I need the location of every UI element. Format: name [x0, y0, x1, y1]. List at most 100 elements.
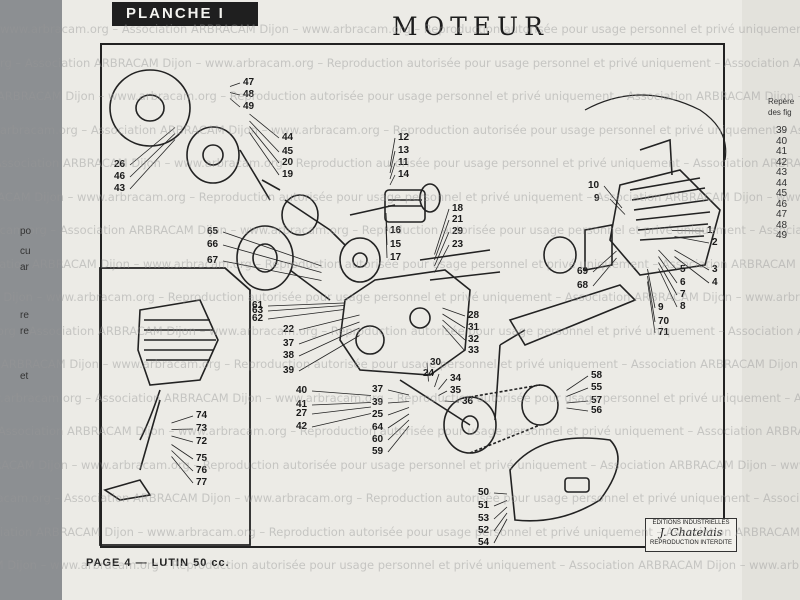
callout-center-63: 63 [252, 305, 264, 316]
callout-inset-73: 73 [196, 423, 208, 434]
leader-line [493, 512, 508, 532]
callout-center-67: 67 [207, 255, 219, 266]
stamp-line3: REPRODUCTION INTERDITE [649, 540, 732, 546]
leader-line [298, 321, 360, 345]
callout-center-37: 37 [283, 338, 295, 349]
leader-line [493, 518, 508, 544]
callout-inset-75: 75 [196, 453, 208, 464]
callout-cylinder-70: 70 [658, 316, 670, 327]
exhaust-pipe [494, 284, 637, 421]
publisher-stamp: EDITIONS INDUSTRIELLES J. Chatelais REPR… [645, 518, 737, 552]
parts-list-number: 40 [776, 135, 788, 147]
leader-line [592, 257, 617, 287]
leader-line [442, 319, 466, 341]
cylinder [543, 94, 727, 276]
leader-line [298, 327, 360, 357]
callout-top_left-49: 49 [243, 101, 255, 112]
adjacent-page: Repère des fig [742, 0, 800, 600]
leader-line [674, 256, 710, 284]
leader-line [434, 208, 450, 255]
leader-line [444, 400, 460, 403]
callout-clutch-57: 57 [591, 395, 603, 406]
diagram-frame [100, 43, 725, 548]
parts-list-number: 45 [776, 188, 788, 199]
leader-line [171, 450, 194, 472]
leader-line [493, 506, 508, 520]
callout-lower-24: 24 [423, 368, 435, 379]
leader-line [171, 444, 194, 460]
callout-center-28: 28 [468, 310, 480, 321]
leader-line [298, 314, 360, 331]
stamp-line1: EDITIONS INDUSTRIELLES [652, 520, 730, 526]
leader-line [311, 402, 372, 406]
plate-label: PLANCHE I [112, 2, 258, 26]
leader-line [298, 335, 360, 372]
leader-line [493, 492, 508, 495]
callout-lower-42: 42 [296, 421, 308, 432]
leader-line [249, 113, 280, 139]
parts-list-number: 44 [776, 177, 788, 189]
callout-cover-52: 52 [478, 525, 490, 536]
callout-lower-41: 41 [296, 399, 308, 410]
leader-line [267, 302, 345, 307]
leader-line [222, 244, 322, 273]
parts-list-number: 48 [776, 219, 788, 231]
leader-line [387, 419, 410, 441]
leader-line [267, 305, 345, 312]
callout-center-29: 29 [452, 226, 464, 237]
parts-list-number: 49 [776, 230, 788, 241]
callout-cylinder-1: 1 [707, 225, 713, 236]
callout-cylinder-9: 9 [658, 302, 664, 313]
callout-top_left-46: 46 [114, 171, 126, 182]
transmission [399, 379, 559, 454]
leader-line [387, 425, 410, 453]
callout-top_left-44: 44 [282, 132, 294, 143]
callout-cover-50: 50 [478, 487, 490, 498]
callout-piston-17: 17 [390, 252, 402, 263]
leader-line [438, 390, 448, 396]
stamp-signature: J. Chatelais [659, 526, 723, 539]
leader-line [566, 375, 589, 391]
parts-list-number: 47 [776, 209, 788, 220]
leader-line [434, 231, 450, 267]
leader-line [222, 260, 322, 281]
leader-line [442, 307, 466, 317]
leader-line [249, 120, 280, 153]
leader-line [671, 230, 705, 232]
callout-lower-59: 59 [372, 446, 384, 457]
parts-list-number: 42 [776, 156, 788, 168]
callout-clutch-56: 56 [591, 405, 603, 416]
leader-line [592, 250, 617, 273]
callout-cover-51: 51 [478, 500, 490, 511]
parts-list-heading: Repère des fig [768, 97, 795, 117]
leader-line [389, 162, 396, 180]
leader-line [385, 226, 388, 259]
leader-line [658, 268, 678, 308]
leader-line [426, 362, 429, 382]
parts-list-number: 39 [776, 125, 788, 136]
callout-cylinder-7: 7 [680, 289, 686, 300]
leader-line [249, 126, 280, 164]
callout-inset-77: 77 [196, 477, 208, 488]
leader-line [311, 406, 372, 415]
callout-lower-25: 25 [372, 409, 384, 420]
leader-line [493, 500, 508, 507]
callout-lower-30: 30 [430, 357, 442, 368]
callout-top_left-45: 45 [282, 146, 294, 157]
leader-line [566, 387, 589, 397]
callout-piston-11: 11 [398, 157, 409, 168]
callout-cylinder-2: 2 [712, 237, 718, 248]
inset-panel [99, 267, 251, 546]
leader-line [434, 219, 450, 261]
crankcase [339, 249, 501, 376]
piston [349, 183, 441, 223]
leader-line [442, 313, 466, 329]
leader-line [389, 137, 396, 167]
callout-top_left-43: 43 [114, 183, 126, 194]
callout-cover-53: 53 [478, 513, 490, 524]
callout-piston-15: 15 [390, 239, 402, 250]
leader-line [171, 415, 194, 424]
callout-center-65: 65 [207, 226, 219, 237]
